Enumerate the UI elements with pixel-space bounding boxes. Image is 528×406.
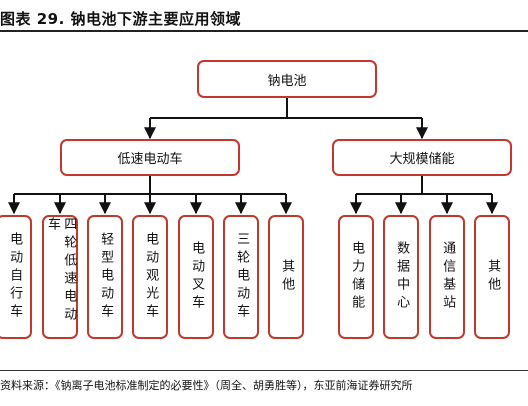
- leaf-node: 通信基站: [429, 215, 465, 339]
- leaf-node: 其他: [474, 215, 510, 339]
- leaf-label: 轻型电动车: [98, 232, 114, 322]
- root-label: 钠电池: [267, 73, 307, 89]
- leaf-node: 其他: [268, 215, 304, 339]
- leaf-label: 四轮低速电动车: [45, 217, 77, 325]
- branch-label: 大规模储能: [389, 152, 455, 167]
- leaf-node: 轻型电动车: [87, 215, 123, 339]
- leaf-label: 其他: [279, 259, 295, 295]
- branch-node-large-scale-storage: 大规模储能: [332, 139, 512, 176]
- root-node: 钠电池: [197, 60, 377, 98]
- bottom-rule: [0, 370, 528, 371]
- branch-node-low-speed-ev: 低速电动车: [60, 139, 240, 176]
- leaf-label: 电动叉车: [189, 241, 205, 313]
- leaf-label: 电动自行车: [7, 232, 23, 322]
- figure-title: 图表 29. 钠电池下游主要应用领域: [0, 10, 242, 28]
- leaf-node: 电动观光车: [132, 215, 168, 339]
- leaf-node: 电力储能: [338, 215, 374, 339]
- leaf-node: 电动叉车: [178, 215, 214, 339]
- leaf-label: 电动观光车: [143, 232, 159, 322]
- leaf-label: 三轮电动车: [234, 232, 250, 322]
- leaf-label: 数据中心: [394, 241, 410, 313]
- leaf-label: 电力储能: [349, 241, 365, 313]
- top-rule: [0, 30, 528, 32]
- leaf-node: 三轮电动车: [223, 215, 259, 339]
- leaf-node: 四轮低速电动车: [42, 215, 78, 339]
- branch-label: 低速电动车: [117, 152, 183, 167]
- leaf-node: 数据中心: [383, 215, 419, 339]
- leaf-label: 其他: [485, 259, 501, 295]
- source-note: 资料来源：《钠离子电池标准制定的必要性》（周全、胡勇胜等），东亚前海证券研究所: [0, 379, 413, 392]
- leaf-node: 电动自行车: [0, 215, 32, 339]
- leaf-label: 通信基站: [440, 241, 456, 313]
